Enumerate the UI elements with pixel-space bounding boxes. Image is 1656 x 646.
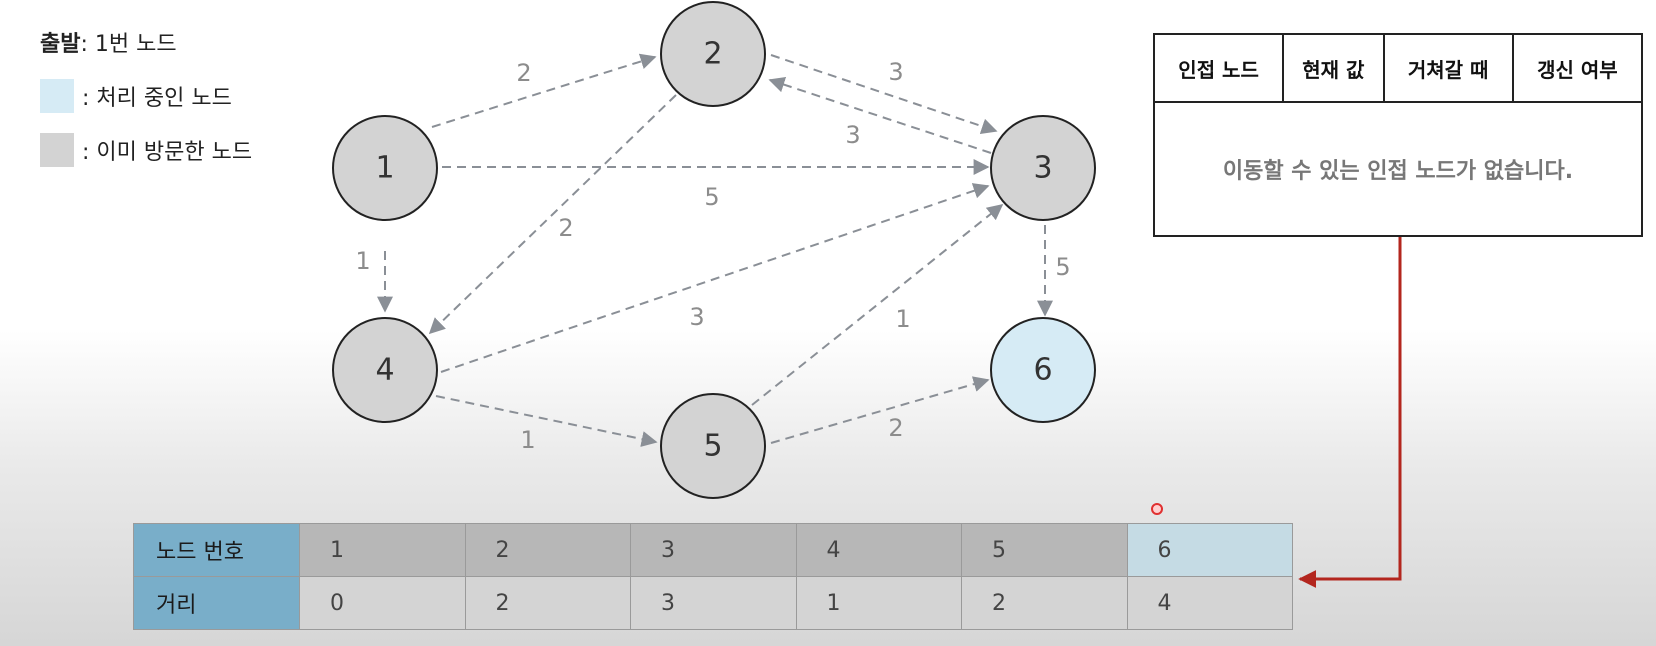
edge-weight-5-6: 2	[888, 414, 903, 442]
legend-start-value: : 1번 노드	[80, 32, 177, 57]
node-label-3: 3	[1033, 151, 1052, 186]
node-2	[660, 1, 766, 107]
edge-weight-5-3: 1	[895, 305, 910, 333]
edge-weight-3-2: 3	[845, 121, 860, 149]
node-number-label: 노드 번호	[133, 523, 300, 577]
node-4	[332, 317, 438, 423]
edge-2-4	[428, 94, 677, 335]
adjacency-table-body: 이동할 수 있는 인접 노드가 없습니다.	[1154, 102, 1642, 236]
distance-row: 거리 0 2 3 1 2 4	[133, 576, 1293, 630]
legend-start-label: 출발	[40, 32, 81, 57]
header-adjacent-node: 인접 노드	[1152, 33, 1285, 103]
header-updated: 갱신 여부	[1511, 33, 1644, 103]
cursor-pointer	[1151, 503, 1163, 515]
node-number-row: 노드 번호 1 2 3 4 5 6	[133, 523, 1293, 577]
edge-2-3	[770, 54, 998, 134]
distance-cell: 4	[1126, 576, 1293, 630]
node-number-cell-current: 6	[1126, 523, 1293, 577]
node-number-cell: 2	[464, 523, 631, 577]
distance-label: 거리	[133, 576, 300, 630]
edge-weight-4-3: 3	[689, 303, 704, 331]
edge-1-2	[431, 53, 657, 128]
node-6	[990, 317, 1096, 423]
legend-start: 출발: 1번 노드	[40, 24, 252, 60]
edge-3-2	[768, 76, 992, 154]
no-adjacent-message: 이동할 수 있는 인접 노드가 없습니다.	[1222, 159, 1574, 184]
node-label-6: 6	[1033, 353, 1052, 388]
adjacency-table-header: 인접 노드 현재 값 거쳐갈 때 갱신 여부	[1152, 33, 1644, 103]
edge-4-3	[440, 183, 990, 373]
processing-swatch	[40, 79, 74, 113]
distance-cell: 1	[795, 576, 962, 630]
edge-weight-1-4: 1	[355, 247, 370, 275]
header-via-value: 거쳐갈 때	[1382, 33, 1514, 103]
node-number-cell: 1	[299, 523, 466, 577]
node-label-5: 5	[703, 429, 722, 464]
edge-weight-3-6: 5	[1055, 253, 1070, 281]
visited-swatch	[40, 133, 74, 167]
header-current-value: 현재 값	[1282, 33, 1385, 103]
node-label-4: 4	[375, 353, 394, 388]
edge-weight-1-2: 2	[516, 59, 531, 87]
distance-cell: 3	[630, 576, 797, 630]
legend-visited: : 이미 방문한 노드	[40, 132, 252, 168]
node-number-cell: 3	[630, 523, 797, 577]
edge-weight-1-3: 5	[704, 183, 719, 211]
node-label-2: 2	[703, 37, 722, 72]
node-3	[990, 115, 1096, 221]
adjacency-table: 인접 노드 현재 값 거쳐갈 때 갱신 여부 이동할 수 있는 인접 노드가 없…	[1152, 33, 1644, 237]
edge-weight-2-4: 2	[558, 214, 573, 242]
node-label-1: 1	[375, 151, 394, 186]
legend-visited-label: : 이미 방문한 노드	[82, 140, 253, 165]
edge-weight-2-3: 3	[888, 58, 903, 86]
edge-5-6	[770, 376, 990, 444]
node-number-cell: 4	[795, 523, 962, 577]
distance-cell: 2	[961, 576, 1128, 630]
edge-weight-4-5: 1	[520, 426, 535, 454]
node-5	[660, 393, 766, 499]
legend-processing-label: : 처리 중인 노드	[82, 86, 232, 111]
edge-4-5	[435, 395, 658, 447]
distance-cell: 2	[464, 576, 631, 630]
node-1	[332, 115, 438, 221]
edge-5-3	[751, 204, 1004, 406]
distance-cell: 0	[299, 576, 466, 630]
node-number-cell: 5	[961, 523, 1128, 577]
distance-table: 노드 번호 1 2 3 4 5 6 거리 0 2 3 1 2 4	[133, 523, 1293, 630]
legend: 출발: 1번 노드 : 처리 중인 노드 : 이미 방문한 노드	[40, 24, 252, 186]
pointer-arrow	[1298, 236, 1402, 588]
legend-processing: : 처리 중인 노드	[40, 78, 252, 114]
